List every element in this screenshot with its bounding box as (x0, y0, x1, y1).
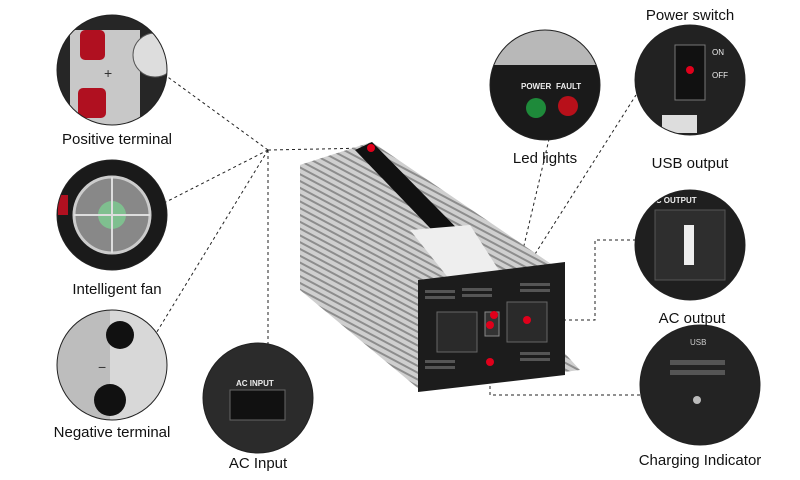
label-ac-input: AC Input (228, 455, 288, 472)
fault-led-text: FAULT (556, 82, 581, 91)
label-charging-indicator: Charging Indicator (638, 452, 762, 469)
label-negative-terminal: Negative terminal (53, 424, 171, 441)
ac-input-detail: AC INPUT (203, 343, 313, 453)
ac-output-detail: AC OUTPUT (635, 190, 745, 300)
label-power-switch: Power switch (645, 7, 735, 24)
label-positive-terminal: Positive terminal (61, 131, 173, 148)
off-text: OFF (712, 71, 728, 80)
power-switch-detail: ON OFF (635, 25, 745, 135)
plus-sign: + (104, 65, 112, 81)
power-led-text: POWER (521, 82, 551, 91)
intelligent-fan-detail (57, 160, 167, 270)
usb-text: USB (690, 338, 706, 347)
led-lights-detail: POWER FAULT (490, 30, 600, 140)
on-text: ON (712, 48, 724, 57)
leader-lines (154, 74, 645, 396)
charging-indicator-detail: USB (640, 325, 760, 445)
ac-input-panel-text: AC INPUT (236, 379, 274, 388)
minus-sign: − (98, 359, 106, 375)
ac-output-panel-text: AC OUTPUT (650, 196, 697, 205)
inverter-image (300, 142, 580, 392)
label-ac-output: AC output (658, 310, 726, 327)
label-usb-output: USB output (651, 155, 729, 172)
label-intelligent-fan: Intelligent fan (72, 281, 162, 298)
label-led-lights: Led lights (512, 150, 578, 167)
negative-terminal-detail: − (57, 310, 167, 420)
positive-terminal-detail: + (57, 15, 167, 125)
